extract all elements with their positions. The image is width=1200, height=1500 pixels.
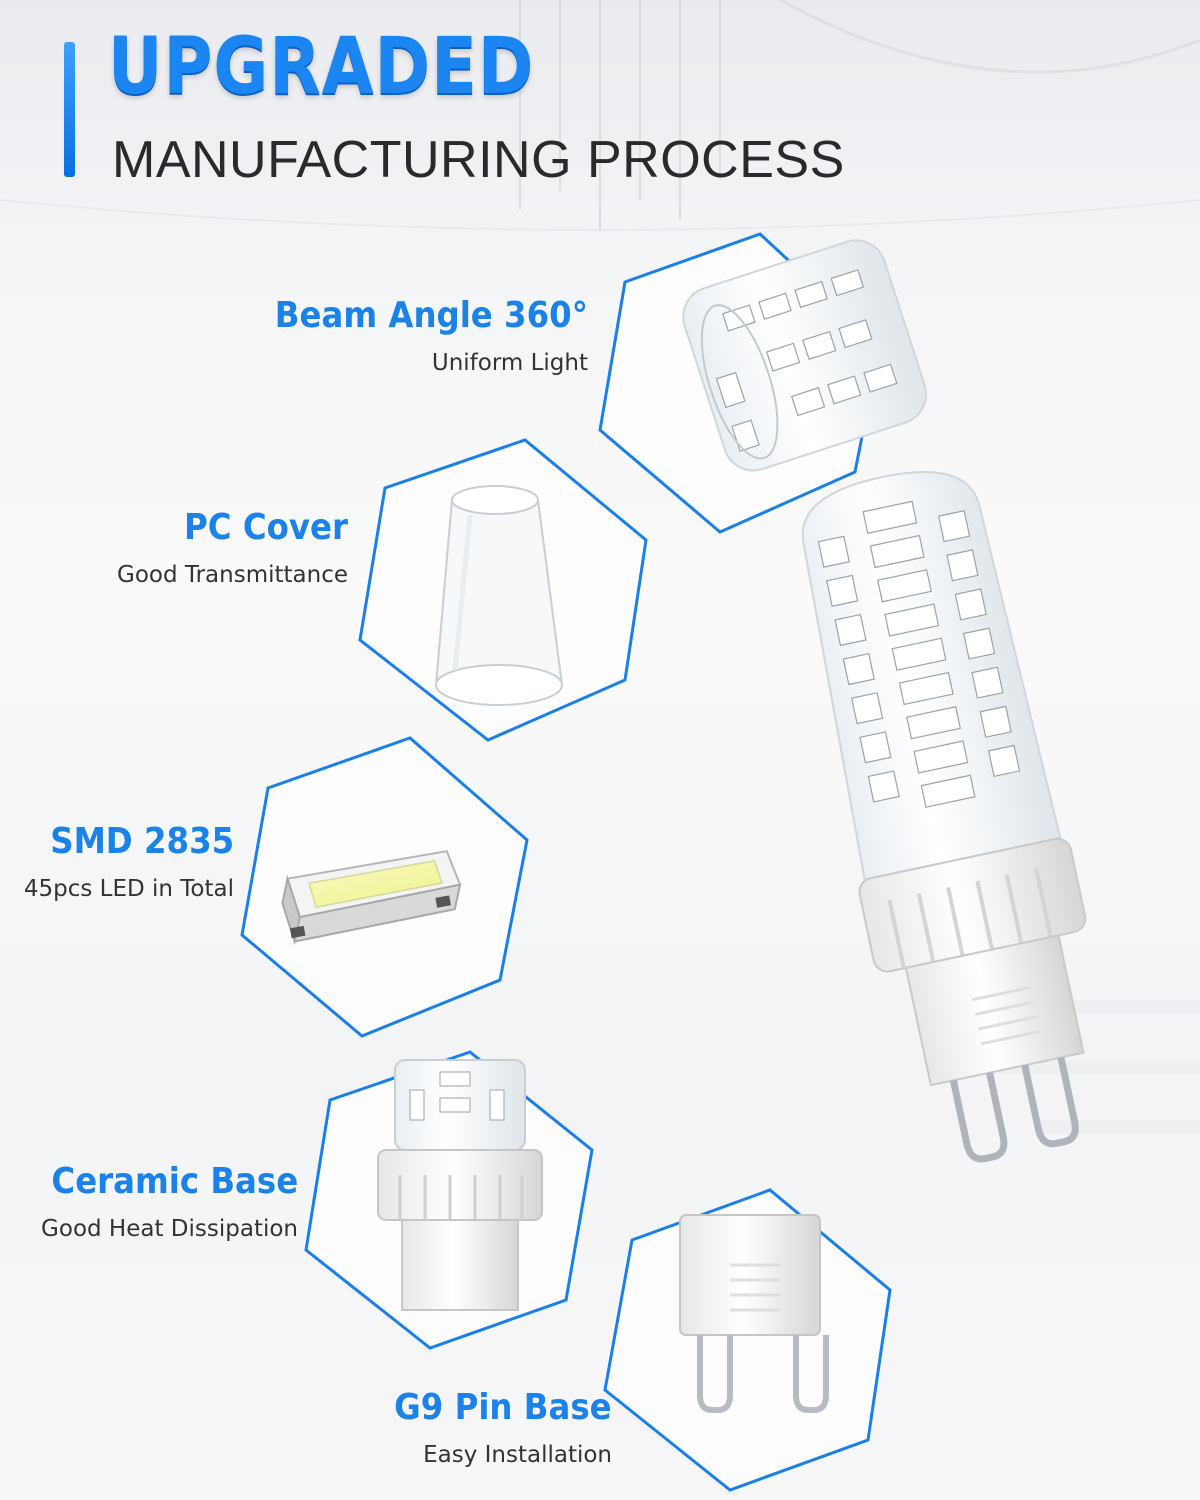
feature-title: Ceramic Base bbox=[51, 1161, 298, 1202]
feature-ceramic-base: Ceramic Base Good Heat Dissipation bbox=[24, 1162, 298, 1242]
feature-subtitle: Uniform Light bbox=[431, 349, 588, 376]
header-accent-bar bbox=[64, 42, 75, 177]
feature-title: G9 Pin Base bbox=[394, 1387, 612, 1428]
feature-title: SMD 2835 bbox=[50, 821, 235, 862]
feature-subtitle: Good Transmittance bbox=[117, 561, 348, 588]
feature-beam-angle: Beam Angle 360° Uniform Light bbox=[240, 296, 588, 376]
feature-g9-pin: G9 Pin Base Easy Installation bbox=[370, 1388, 612, 1468]
smd-chip-icon bbox=[240, 736, 529, 1038]
feature-pc-cover: PC Cover Good Transmittance bbox=[117, 508, 348, 588]
page-title: UPGRADED bbox=[108, 22, 535, 112]
page-subtitle: MANUFACTURING PROCESS bbox=[112, 131, 845, 189]
feature-title: PC Cover bbox=[184, 507, 348, 548]
led-segment-closeup-icon bbox=[598, 232, 928, 534]
pc-cover-icon bbox=[358, 438, 648, 742]
ceramic-base-icon bbox=[304, 1050, 594, 1350]
feature-title: Beam Angle 360° bbox=[274, 295, 588, 336]
header: UPGRADED MANUFACTURING PROCESS bbox=[0, 0, 1200, 230]
feature-smd: SMD 2835 45pcs LED in Total bbox=[24, 822, 234, 902]
feature-subtitle: 45pcs LED in Total bbox=[23, 875, 234, 902]
g9-pin-icon bbox=[603, 1188, 892, 1492]
feature-subtitle: Good Heat Dissipation bbox=[41, 1215, 298, 1242]
g9-bulb-icon bbox=[801, 471, 1087, 1163]
feature-subtitle: Easy Installation bbox=[423, 1441, 612, 1468]
